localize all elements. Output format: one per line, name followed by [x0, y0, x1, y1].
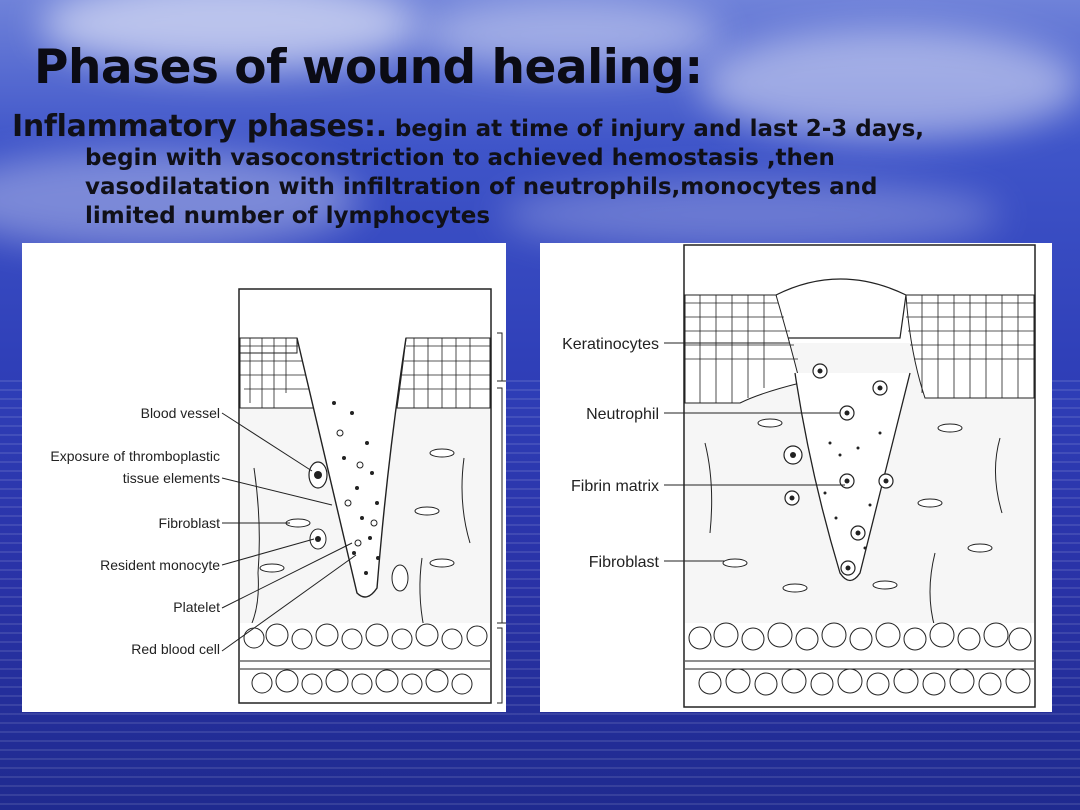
right-diagram-drawing: Keratinocytes Neutrophil Fibrin matrix F… [562, 244, 1036, 708]
wound-diagram-left: Blood vessel Exposure of thromboplastic … [22, 243, 506, 712]
label-blood-vessel: Blood vessel [141, 405, 220, 421]
phase-heading: Inflammatory phases:. [12, 109, 387, 144]
label-platelet: Platelet [173, 599, 220, 615]
body-line-1: begin at time of injury and last 2-3 day… [386, 116, 925, 142]
body-line-3: vasodilatation with infiltration of neut… [85, 174, 878, 200]
slide-title: Phases of wound healing: [34, 40, 703, 95]
label-keratinocytes: Keratinocytes [562, 336, 659, 353]
left-diagram-drawing: Blood vessel Exposure of thromboplastic … [50, 288, 506, 704]
label-fibrin-matrix: Fibrin matrix [571, 478, 659, 495]
label-fibroblast-right: Fibroblast [589, 554, 660, 571]
body-line-2: begin with vasoconstriction to achieved … [85, 145, 835, 171]
body-line-4: limited number of lymphocytes [85, 203, 491, 229]
label-fibroblast: Fibroblast [159, 515, 221, 531]
label-resident-monocyte: Resident monocyte [100, 557, 220, 573]
label-tissue-elements: tissue elements [123, 470, 220, 486]
wound-diagram-right: Keratinocytes Neutrophil Fibrin matrix F… [540, 243, 1052, 712]
label-exposure: Exposure of thromboplastic [50, 448, 220, 464]
label-red-blood-cell: Red blood cell [131, 641, 220, 657]
slide-body: Inflammatory phases:. begin at time of i… [12, 112, 1072, 231]
label-neutrophil: Neutrophil [586, 406, 659, 423]
